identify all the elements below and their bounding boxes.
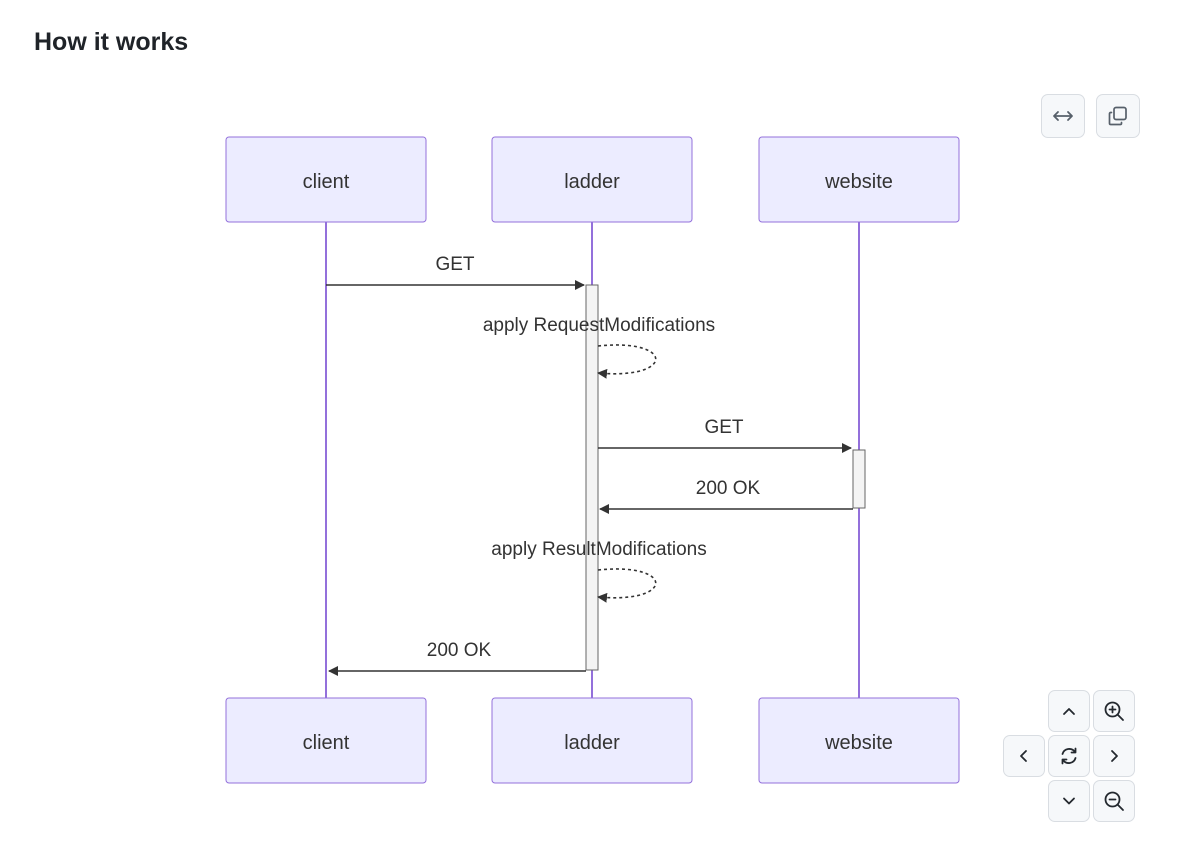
chevron-left-icon: [1016, 748, 1032, 764]
actor-ladder-bottom: ladder: [491, 697, 693, 784]
message-label: 200 OK: [427, 640, 492, 661]
actor-label: website: [824, 732, 893, 754]
actor-label: client: [303, 171, 350, 193]
message-label: apply RequestModifications: [483, 315, 715, 336]
activation-ladder: [585, 284, 599, 671]
chevron-up-icon: [1061, 703, 1077, 719]
zoom-out-icon: [1103, 790, 1125, 812]
expand-button[interactable]: [1041, 94, 1085, 138]
actor-client-top: client: [225, 136, 427, 223]
refresh-icon: [1058, 745, 1080, 767]
message-ladder-to-client: 200 OK: [328, 640, 586, 676]
chevron-right-icon: [1106, 748, 1122, 764]
pan-down-button[interactable]: [1048, 780, 1090, 822]
zoom-in-icon: [1103, 700, 1125, 722]
message-label: 200 OK: [696, 478, 761, 499]
message-arrow: [597, 568, 657, 603]
page-title: How it works: [34, 28, 189, 56]
message-ladder-self-result: apply ResultModifications: [491, 539, 707, 603]
message-label: apply ResultModifications: [491, 539, 706, 560]
zoom-in-button[interactable]: [1093, 690, 1135, 732]
copy-button[interactable]: [1096, 94, 1140, 138]
actor-ladder-top: ladder: [491, 136, 693, 223]
pan-left-button[interactable]: [1003, 735, 1045, 777]
message-label: GET: [704, 417, 743, 438]
actor-label: ladder: [564, 732, 620, 754]
actor-client-bottom: client: [225, 697, 427, 784]
actor-label: website: [824, 171, 893, 193]
message-arrow: [597, 344, 657, 379]
message-client-to-ladder: GET: [326, 254, 585, 290]
message-ladder-self-request: apply RequestModifications: [483, 315, 715, 379]
copy-icon: [1107, 105, 1129, 127]
chevron-down-icon: [1061, 793, 1077, 809]
actor-website-bottom: website: [758, 697, 960, 784]
pan-right-button[interactable]: [1093, 735, 1135, 777]
reset-view-button[interactable]: [1048, 735, 1090, 777]
actor-label: ladder: [564, 171, 620, 193]
expand-icon: [1051, 109, 1075, 123]
actor-website-top: website: [758, 136, 960, 223]
zoom-out-button[interactable]: [1093, 780, 1135, 822]
activation-website: [852, 449, 866, 509]
message-label: GET: [435, 254, 474, 275]
actor-label: client: [303, 732, 350, 754]
pan-up-button[interactable]: [1048, 690, 1090, 732]
message-website-to-ladder: 200 OK: [599, 478, 853, 514]
message-ladder-to-website: GET: [598, 417, 852, 453]
